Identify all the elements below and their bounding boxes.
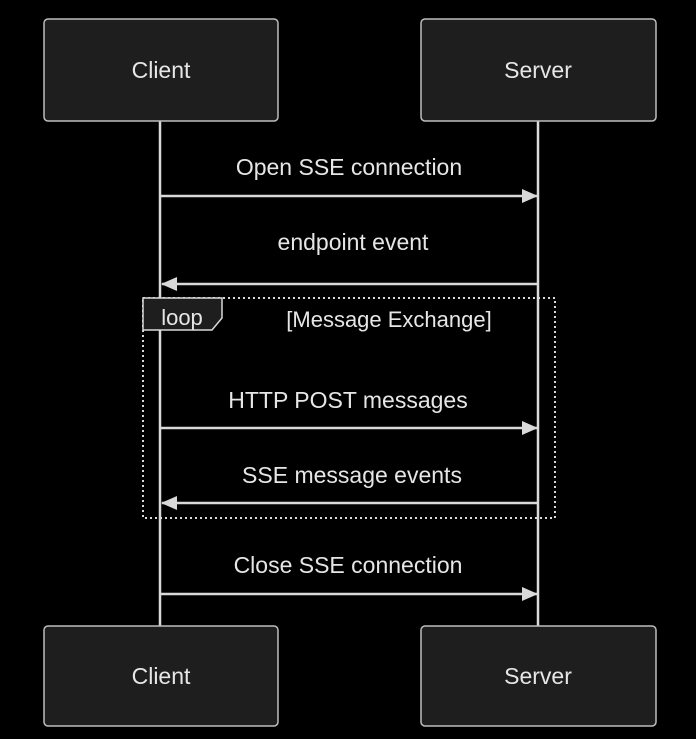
participant-server-bottom: Server [420,625,657,727]
participant-client-top-label: Client [132,57,191,83]
message-open-sse-connection: Open SSE connection [161,154,538,203]
message-label: HTTP POST messages [228,387,467,413]
message-http-post-messages: HTTP POST messages [161,387,538,435]
message-label: Close SSE connection [234,552,463,578]
message-label: Open SSE connection [236,154,462,180]
message-sse-message-events: SSE message events [161,462,537,510]
participant-client-top: Client [43,18,279,122]
message-close-sse-connection: Close SSE connection [161,552,538,601]
participant-client-bottom: Client [43,625,279,727]
loop-frame: loop [Message Exchange] [142,297,556,519]
participant-client-bottom-label: Client [132,663,191,689]
message-label: endpoint event [278,229,430,255]
loop-keyword: loop [161,305,203,330]
participant-server-bottom-label: Server [504,663,572,689]
loop-label-tag [142,297,223,331]
message-endpoint-event: endpoint event [161,229,537,291]
message-label: SSE message events [242,462,462,488]
participant-server-top-label: Server [504,57,572,83]
loop-condition: [Message Exchange] [286,307,491,332]
participant-server-top: Server [420,18,657,122]
